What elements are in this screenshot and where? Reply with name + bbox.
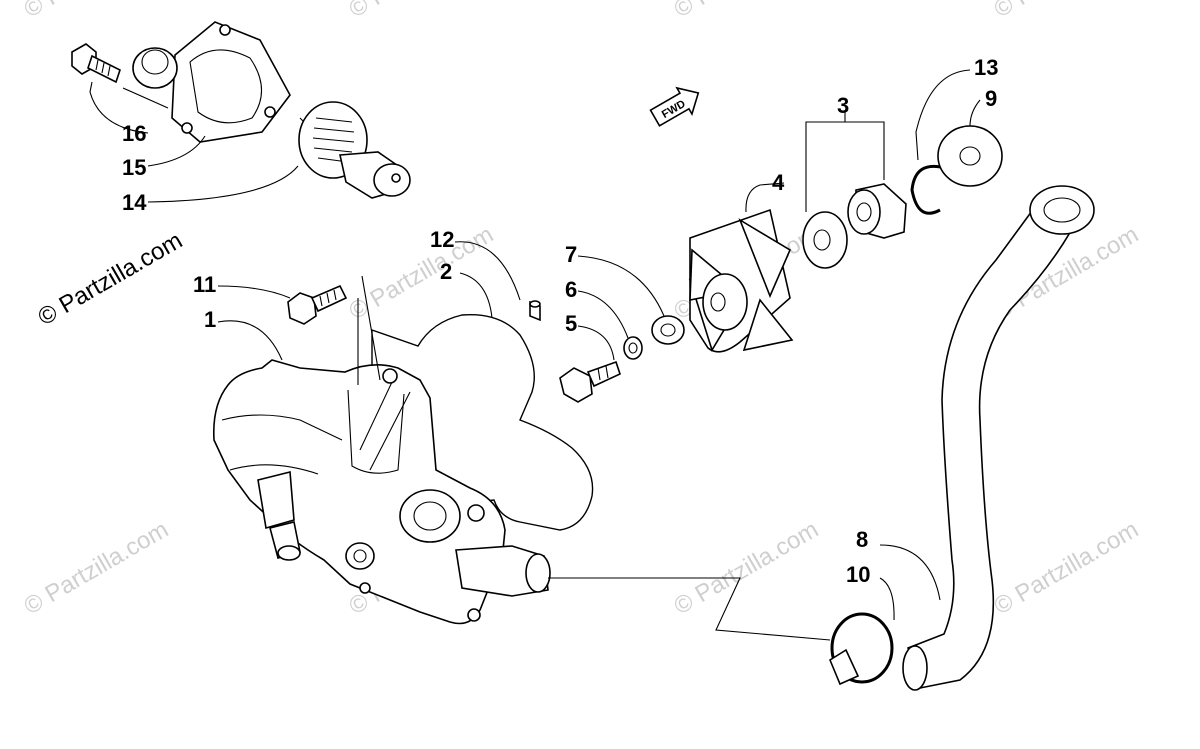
part-7-washer bbox=[651, 315, 685, 345]
callout-4: 4 bbox=[772, 170, 785, 195]
part-5-bolt bbox=[559, 360, 621, 403]
part-10-clamp bbox=[829, 612, 894, 686]
part-1-pump-housing bbox=[212, 359, 551, 625]
callout-6: 6 bbox=[565, 277, 577, 302]
leader-lines bbox=[89, 69, 981, 621]
watermark-text: © Partzilla.com bbox=[670, 0, 824, 23]
hose-end bbox=[1029, 185, 1095, 235]
part-14-thermostat bbox=[298, 101, 411, 199]
watermark-text: © Partzilla.com bbox=[670, 516, 824, 620]
part-3-mechanical-seal bbox=[802, 183, 907, 269]
callout-8: 8 bbox=[856, 527, 868, 552]
watermark-text: © Partzilla.com bbox=[990, 516, 1144, 620]
watermark-main: © Partzilla.com bbox=[34, 227, 188, 331]
callout-5: 5 bbox=[565, 311, 577, 336]
assembly-line bbox=[122, 87, 169, 109]
part-6-washer bbox=[623, 336, 643, 360]
callout-10: 10 bbox=[846, 562, 870, 587]
callout-7: 7 bbox=[565, 242, 577, 267]
fwd-arrow: FWD bbox=[649, 86, 700, 127]
callout-16: 16 bbox=[122, 121, 146, 146]
part-4-impeller bbox=[688, 208, 794, 353]
watermark-text: © Partzilla.com bbox=[345, 0, 499, 23]
callout-3: 3 bbox=[837, 93, 849, 118]
part-12-dowel-pin bbox=[529, 300, 541, 322]
callout-labels: 1 2 3 4 5 6 7 8 9 10 11 12 13 14 15 16 bbox=[122, 55, 998, 587]
callout-14: 14 bbox=[122, 190, 147, 215]
callout-15: 15 bbox=[122, 155, 146, 180]
callout-12: 12 bbox=[430, 227, 454, 252]
part-8-hose bbox=[907, 199, 1084, 689]
callout-13: 13 bbox=[974, 55, 998, 80]
callout-11: 11 bbox=[193, 272, 216, 297]
callout-2: 2 bbox=[440, 259, 452, 284]
callout-9: 9 bbox=[985, 86, 997, 111]
part-15-thermostat-cover bbox=[132, 21, 291, 143]
assembly-line bbox=[548, 577, 831, 641]
callout-1: 1 bbox=[204, 307, 216, 332]
part-16-bolt bbox=[71, 43, 121, 84]
watermark-text: © Partzilla.com bbox=[20, 0, 174, 23]
hose-end-lower bbox=[902, 645, 928, 691]
part-11-bolt bbox=[287, 284, 348, 325]
part-9-seal bbox=[937, 125, 1003, 187]
watermark-text: © Partzilla.com bbox=[20, 516, 174, 620]
watermark-text: © Partzilla.com bbox=[990, 0, 1144, 23]
hose-bore bbox=[1043, 197, 1081, 223]
part-13-circlip bbox=[910, 164, 946, 215]
assembly-line bbox=[361, 275, 381, 381]
